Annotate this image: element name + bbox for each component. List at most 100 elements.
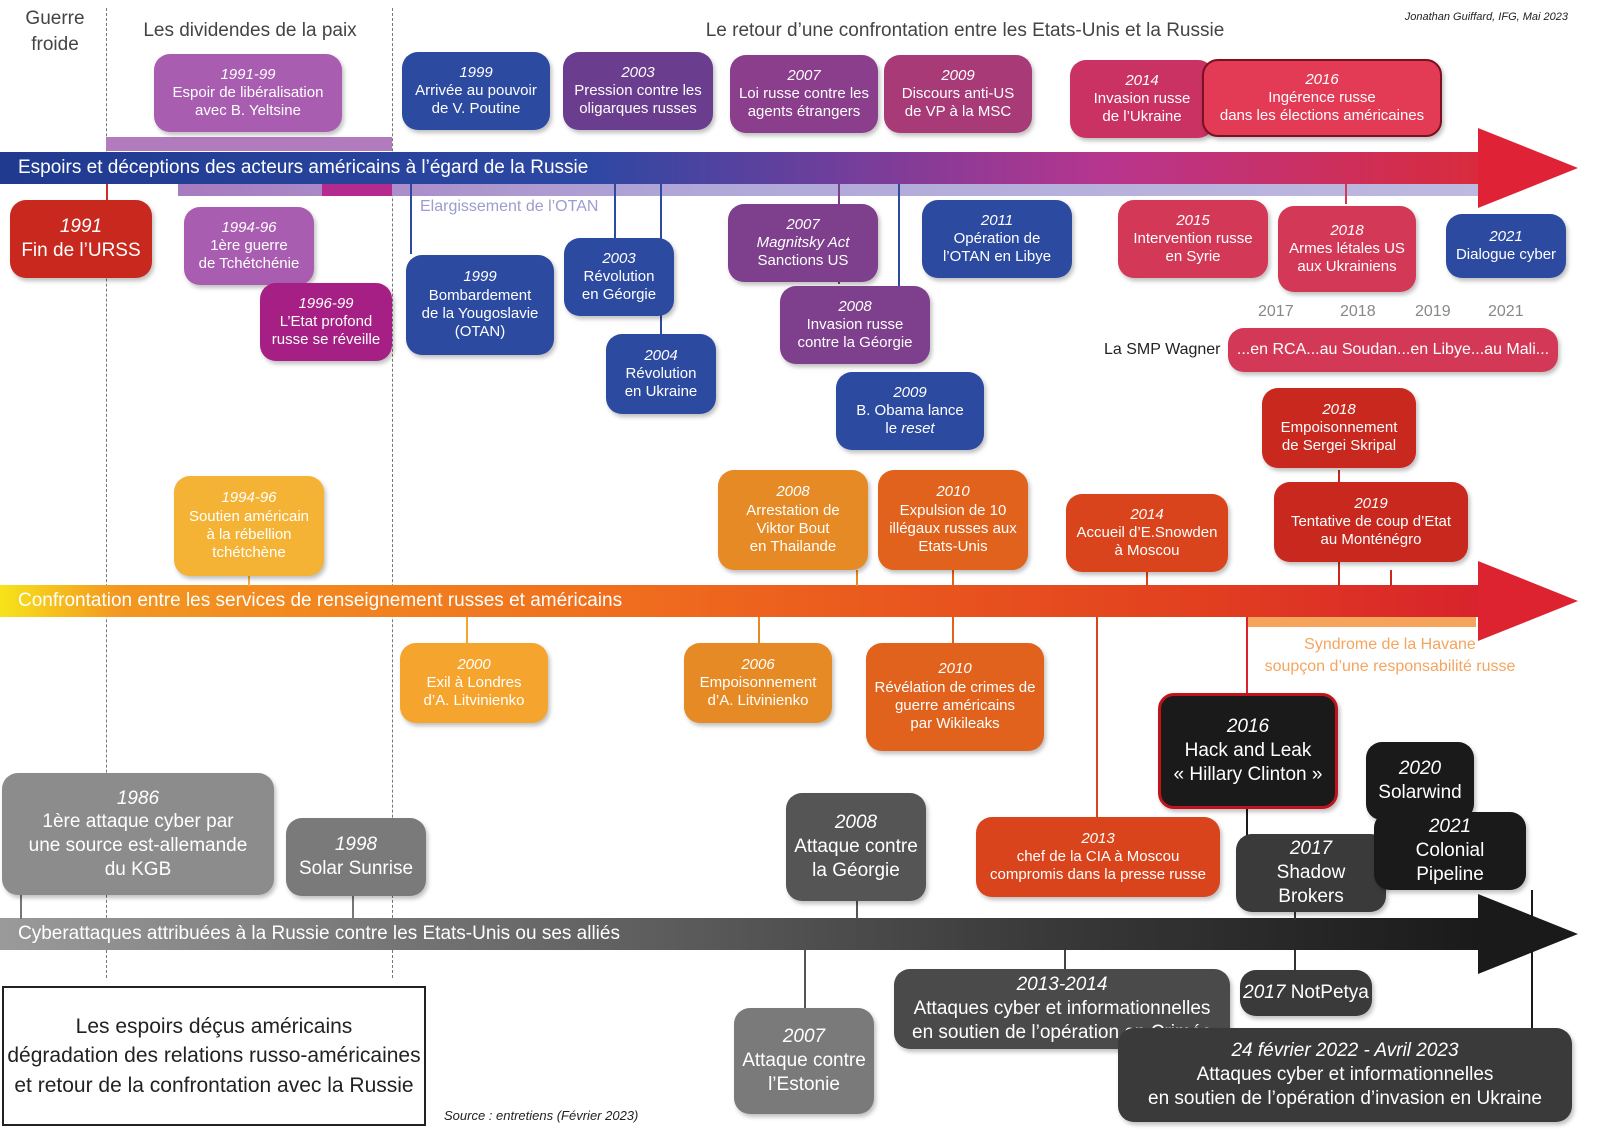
event-2010-expulsion: 2010 Expulsion de 10 illégaux russes aux…	[878, 470, 1028, 570]
event-text: compromis dans la presse russe	[990, 866, 1206, 884]
event-text: au Monténégro	[1320, 531, 1422, 549]
connector	[856, 900, 858, 919]
otan-strip	[178, 184, 1478, 196]
connector	[1294, 950, 1296, 972]
event-text: « Hillary Clinton »	[1173, 763, 1323, 785]
event-2003-georgie: 2003 Révolution en Géorgie	[564, 238, 674, 316]
havane-strip	[1246, 617, 1476, 627]
event-year: 2015	[1176, 211, 1210, 229]
connector	[1390, 570, 1392, 586]
source-note: Source : entretiens (Février 2023)	[444, 1108, 639, 1123]
connector	[1146, 570, 1148, 586]
event-2007-loi: 2007 Loi russe contre les agents étrange…	[730, 55, 878, 133]
event-text: Invasion russe	[806, 315, 904, 333]
event-text: Soutien américain	[188, 507, 310, 525]
event-text: de Sergei Skripal	[1281, 437, 1397, 455]
event-1986-kgb: 1986 1ère attaque cyber par une source e…	[2, 773, 274, 895]
event-year: 2009	[893, 383, 927, 401]
event-text: Etats-Unis	[918, 538, 988, 556]
event-1994-96-soutien: 1994-96 Soutien américain à la rébellion…	[174, 476, 324, 576]
event-2016-ingerence: 2016 Ingérence russe dans les élections …	[1202, 59, 1442, 137]
otan-strip-magenta	[322, 184, 392, 196]
header-cold-war-line1: Guerre	[25, 8, 85, 29]
event-text: 1ère attaque cyber par	[42, 811, 234, 833]
divider-peace	[392, 8, 393, 978]
connector	[952, 570, 954, 586]
event-text: Empoisonnement	[699, 673, 817, 691]
havane-label: Syndrome de la Havane soupçon d’une resp…	[1240, 634, 1540, 679]
event-year: 2018	[1330, 221, 1364, 239]
event-2008-cyber-georgie: 2008 Attaque contre la Géorgie	[786, 793, 926, 901]
event-text: du KGB	[104, 858, 172, 880]
event-2014-ukraine: 2014 Invasion russe de l’Ukraine	[1070, 60, 1214, 138]
event-text: Empoisonnement	[1280, 418, 1398, 436]
event-2007-estonie: 2007 Attaque contre l’Estonie	[734, 1008, 874, 1114]
event-text: illégaux russes aux	[889, 520, 1017, 537]
event-text: de la Yougoslavie	[421, 305, 539, 322]
intel-band: Confrontation entre les services de rens…	[0, 585, 1480, 617]
otan-label: Elargissement de l’OTAN	[420, 198, 599, 215]
event-2017-shadow-brokers: 2017 Shadow Brokers	[1236, 834, 1386, 912]
event-2006-empoisonnement: 2006 Empoisonnement d’A. Litvinienko	[684, 643, 832, 723]
event-1999-poutine: 1999 Arrivée au pouvoir de V. Poutine	[402, 52, 550, 130]
event-text: Discours anti-US	[901, 84, 1015, 102]
wagner-year: 2018	[1340, 303, 1376, 320]
event-2007-magnitsky: 2007 Magnitsky Act Sanctions US	[728, 204, 878, 282]
event-2020-solarwind: 2020 Solarwind	[1366, 742, 1474, 820]
event-year: 2007	[782, 1026, 826, 1048]
event-text: Révolution	[583, 267, 655, 285]
event-2008-bout: 2008 Arrestation de Viktor Bout en Thail…	[718, 470, 868, 570]
event-year: 24 février 2022 - Avril 2023	[1231, 1040, 1459, 1062]
event-year: 1991-99	[220, 65, 276, 83]
event-year: 2011	[980, 211, 1014, 229]
hopes-arrowhead	[1478, 128, 1578, 208]
event-text: d’A. Litvinienko	[707, 692, 809, 710]
event-2017-notpetya: 2017 NotPetya	[1240, 970, 1372, 1016]
header-confrontation: Le retour d’une confrontation entre les …	[705, 20, 1225, 41]
event-text: agents étrangers	[747, 103, 861, 121]
wagner-year: 2017	[1258, 303, 1294, 320]
event-2022-2023-ukraine: 24 février 2022 - Avril 2023 Attaques cy…	[1118, 1028, 1572, 1122]
event-text: de Tchétchénie	[198, 255, 300, 273]
event-text: Pression contre les	[574, 81, 702, 99]
event-text: tchétchène	[212, 544, 286, 562]
connector	[1064, 950, 1066, 970]
event-text: Attaque contre	[742, 1050, 866, 1072]
event-2004-ukraine: 2004 Révolution en Ukraine	[606, 334, 716, 414]
header-cold-war-line2: froide	[31, 33, 79, 55]
connector	[898, 184, 900, 364]
header-peace-dividends: Les dividendes de la paix	[143, 20, 357, 41]
event-text: russe se réveille	[271, 331, 381, 349]
havane-line: soupçon d’une responsabilité russe	[1264, 658, 1516, 676]
cyber-arrowhead	[1478, 894, 1578, 974]
event-text: reset	[901, 420, 935, 438]
event-text: Attaque contre	[794, 836, 918, 858]
event-text: Espoir de libéralisation	[172, 83, 324, 101]
event-text: à Moscou	[1114, 542, 1180, 560]
event-text: Loi russe contre les	[738, 84, 870, 102]
event-1991-99-yeltsine: 1991-99 Espoir de libéralisation avec B.…	[154, 54, 342, 132]
event-year: 2020	[1398, 758, 1442, 780]
event-year: 2017	[1289, 838, 1333, 860]
event-2021-colonial-pipeline: 2021 Colonial Pipeline	[1374, 812, 1526, 890]
event-text: dans les élections américaines	[1219, 107, 1425, 125]
event-text: 1ère guerre	[210, 236, 288, 254]
event-text: Solar Sunrise	[298, 858, 414, 879]
event-2015-syrie: 2015 Intervention russe en Syrie	[1118, 200, 1268, 278]
event-text: NotPetya	[1290, 982, 1369, 1004]
event-year: 1994-96	[221, 218, 277, 236]
event-year: 2007	[786, 215, 820, 233]
event-year: 1996-99	[298, 294, 354, 312]
event-year: 1994-96	[221, 489, 277, 507]
event-text: Fin de l’URSS	[21, 240, 141, 261]
event-text: Expulsion de 10	[899, 501, 1007, 519]
connector	[106, 184, 108, 204]
event-text: Exil à Londres	[426, 673, 522, 691]
hopes-upper-strip	[106, 137, 392, 151]
event-year: 1999	[463, 268, 497, 286]
event-year: 2003	[621, 63, 655, 81]
event-1999-yougoslavie: 1999 Bombardement de la Yougoslavie (OTA…	[406, 255, 554, 355]
event-2013-cia: 2013 chef de la CIA à Moscou compromis d…	[976, 817, 1220, 897]
event-year: 1998	[334, 834, 378, 856]
event-year: 2009	[941, 66, 975, 84]
